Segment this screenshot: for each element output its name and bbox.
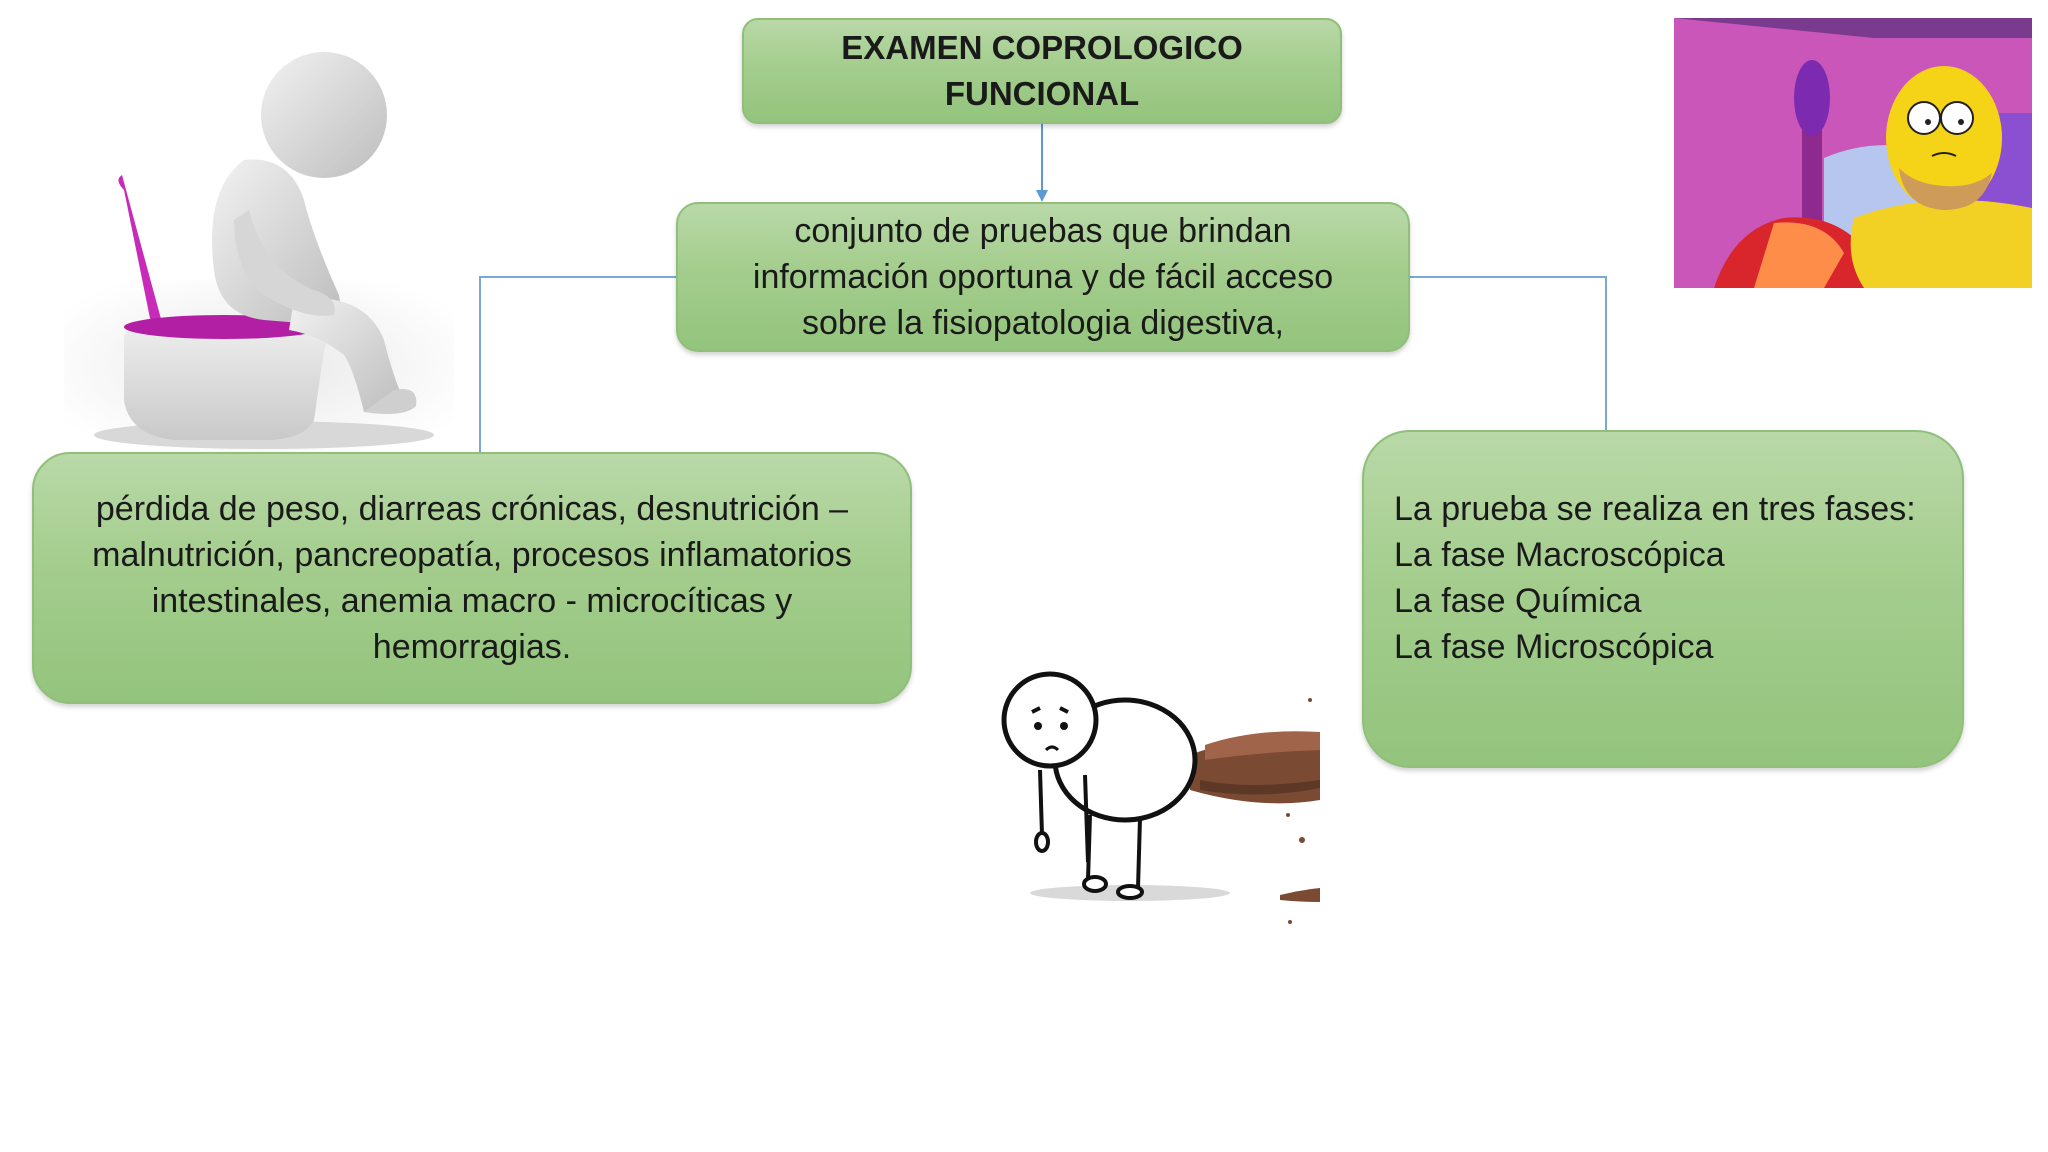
definition-to-phases-connector bbox=[1410, 276, 1607, 430]
phase-item: La fase Macroscópica bbox=[1394, 536, 1725, 574]
indications-box: pérdida de peso, diarreas crónicas, desn… bbox=[32, 452, 912, 704]
title-line: FUNCIONAL bbox=[944, 75, 1140, 112]
indications-line: hemorragias. bbox=[372, 628, 572, 666]
indications-line: malnutrición, pancreopatía, procesos inf… bbox=[92, 536, 852, 574]
person-on-toilet-icon bbox=[64, 52, 454, 452]
definition-line: información oportuna y de fácil acceso bbox=[752, 258, 1334, 296]
indications-line: intestinales, anemia macro - microcítica… bbox=[151, 582, 793, 620]
phase-item: La fase Química bbox=[1394, 582, 1642, 620]
definition-to-indications-connector bbox=[479, 276, 676, 452]
phases-box: La prueba se realiza en tres fases: La f… bbox=[1362, 430, 1964, 768]
definition-line: sobre la fisiopatologia digestiva, bbox=[802, 304, 1284, 342]
definition-line: conjunto de pruebas que brindan bbox=[794, 212, 1292, 250]
title-line: EXAMEN COPROLOGICO bbox=[841, 29, 1243, 66]
definition-box: conjunto de pruebas que brindan informac… bbox=[676, 202, 1410, 352]
phases-list: La prueba se realiza en tres fases: La f… bbox=[1394, 486, 1916, 670]
stick-figure-diarrhea-icon bbox=[1001, 671, 1320, 924]
phase-item: La fase Microscópica bbox=[1394, 628, 1714, 666]
definition-text: conjunto de pruebas que brindan informac… bbox=[753, 208, 1333, 346]
indications-line: pérdida de peso, diarreas crónicas, desn… bbox=[95, 490, 849, 528]
title-text: EXAMEN COPROLOGICO FUNCIONAL bbox=[841, 25, 1243, 117]
cartoon-in-bed-icon bbox=[1674, 18, 2032, 288]
phases-intro: La prueba se realiza en tres fases: bbox=[1394, 490, 1916, 528]
indications-text: pérdida de peso, diarreas crónicas, desn… bbox=[92, 486, 852, 670]
title-box: EXAMEN COPROLOGICO FUNCIONAL bbox=[742, 18, 1342, 124]
